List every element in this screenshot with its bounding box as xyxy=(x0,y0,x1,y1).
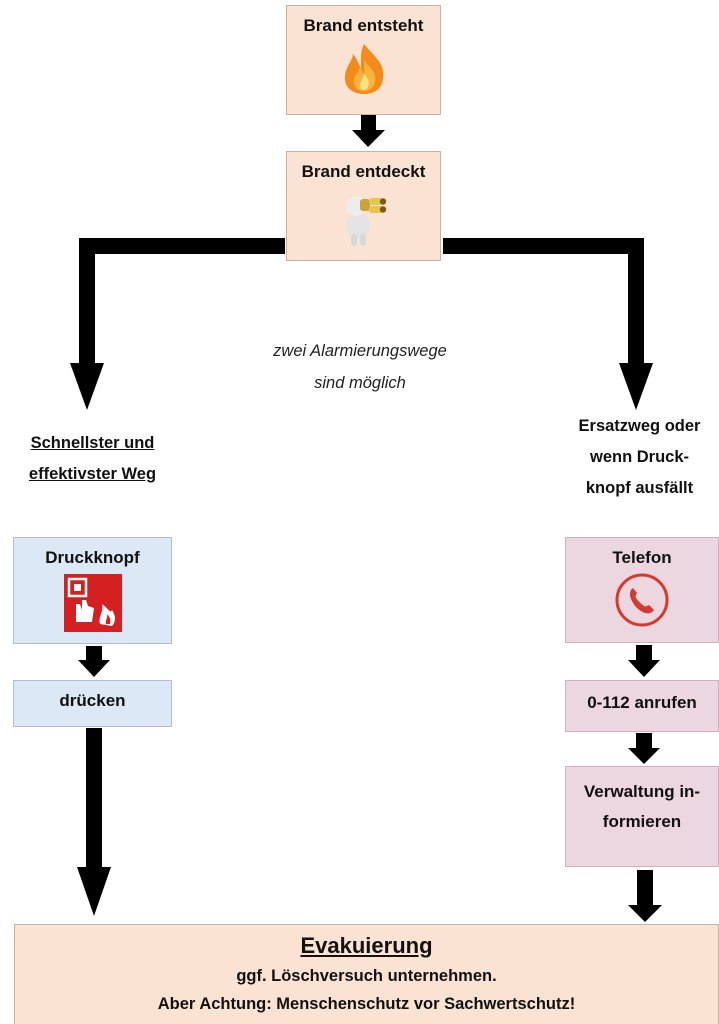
arrow-call-to-inform xyxy=(628,733,660,764)
node-push-button-label: Druckknopf xyxy=(45,548,140,567)
center-note-line1: zwei Alarmierungswege xyxy=(273,342,447,360)
center-note: zwei Alarmierungswege sind möglich xyxy=(225,335,495,399)
node-phone: Telefon xyxy=(565,537,719,643)
node-inform-line2: formieren xyxy=(602,812,682,831)
arrow-phone-to-call xyxy=(628,645,660,677)
right-path-line2: wenn Druck- xyxy=(589,448,690,466)
node-call: 0-112 anrufen xyxy=(565,680,719,732)
left-path-label: Schnellster und effektivster Weg xyxy=(5,428,180,490)
node-fire-start: Brand entsteht xyxy=(286,5,441,115)
node-fire-detected: Brand entdeckt xyxy=(286,151,441,261)
arrow-press-to-evacuation xyxy=(77,728,111,916)
arrow-start-to-detected xyxy=(352,115,385,147)
arrow-inform-to-evacuation xyxy=(628,870,662,922)
node-phone-label: Telefon xyxy=(612,548,672,567)
branch-right xyxy=(443,238,653,410)
arrow-push-to-press xyxy=(78,646,110,677)
node-inform-line1: Verwaltung in- xyxy=(583,782,701,801)
phone-icon xyxy=(615,573,669,627)
node-push-button: Druckknopf xyxy=(13,537,172,644)
branch-left xyxy=(70,238,285,410)
fire-alarm-button-icon xyxy=(63,574,122,632)
node-press: drücken xyxy=(13,680,172,727)
right-path-line3: knopf ausfällt xyxy=(585,479,694,497)
node-press-label: drücken xyxy=(59,691,126,710)
evacuation-title: Evakuierung xyxy=(300,933,433,958)
node-evacuation: Evakuierung ggf. Löschversuch unternehme… xyxy=(14,924,719,1024)
left-path-line2: effektivster Weg xyxy=(28,465,157,483)
evacuation-line2: Aber Achtung: Menschenschutz vor Sachwer… xyxy=(157,995,576,1013)
node-fire-start-label: Brand entsteht xyxy=(303,16,424,35)
node-inform: Verwaltung in- formieren xyxy=(565,766,719,867)
person-binoculars-icon xyxy=(345,196,386,246)
fire-icon xyxy=(344,44,383,94)
node-call-label: 0-112 anrufen xyxy=(587,693,697,712)
center-note-line2: sind möglich xyxy=(314,374,406,392)
right-path-line1: Ersatzweg oder xyxy=(578,417,701,435)
right-path-label: Ersatzweg oder wenn Druck- knopf ausfäll… xyxy=(560,411,719,504)
node-fire-detected-label: Brand entdeckt xyxy=(301,162,426,181)
evacuation-line1: ggf. Löschversuch unternehmen. xyxy=(236,967,497,985)
left-path-line1: Schnellster und xyxy=(30,434,155,452)
